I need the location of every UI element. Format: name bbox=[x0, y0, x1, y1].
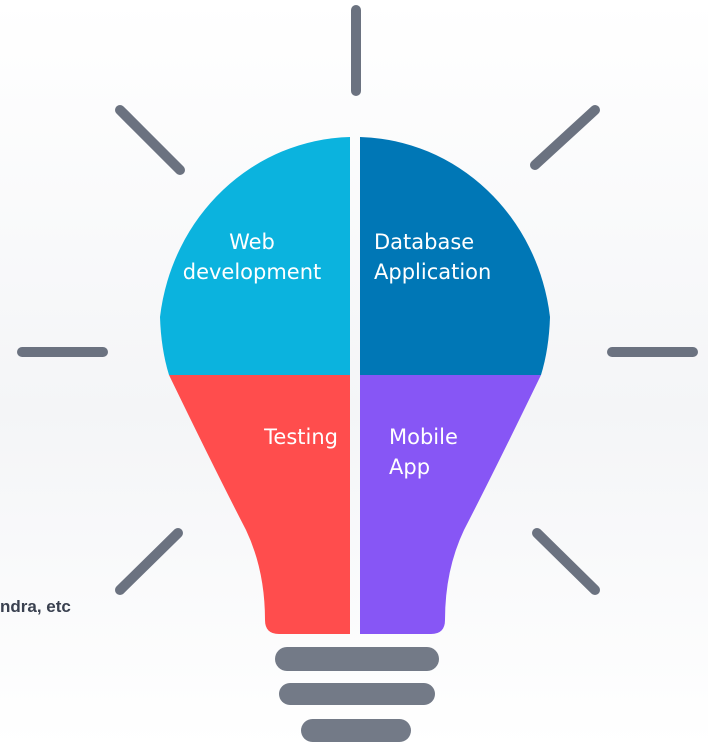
bulb-base-bar-1 bbox=[275, 647, 439, 671]
segment-testing bbox=[169, 375, 350, 634]
mobile-app-label: Mobile App bbox=[389, 422, 458, 482]
ray-upper-left bbox=[115, 105, 185, 175]
testing-label: Testing bbox=[238, 422, 338, 452]
side-text: ndra, etc bbox=[0, 597, 71, 616]
segment-database-application bbox=[360, 137, 550, 375]
web-development-label: Web development bbox=[170, 227, 334, 287]
testing-label-text: Testing bbox=[264, 425, 338, 449]
database-label-line2: Application bbox=[374, 260, 492, 284]
mobile-label-line1: Mobile bbox=[389, 425, 458, 449]
bulb-base-bar-2 bbox=[279, 683, 435, 705]
segment-web-development bbox=[160, 137, 350, 375]
ray-lower-right bbox=[532, 528, 600, 595]
ray-lower-left bbox=[115, 528, 183, 595]
database-application-label: Database Application bbox=[374, 227, 491, 287]
ray-upper-right bbox=[530, 105, 600, 170]
database-label-line1: Database bbox=[374, 230, 475, 254]
web-label-line2: development bbox=[182, 260, 322, 284]
web-label-line1: Web bbox=[229, 230, 275, 254]
bulb-base-bar-3 bbox=[301, 719, 411, 742]
segment-mobile-app bbox=[360, 375, 541, 634]
mobile-label-line2: App bbox=[389, 455, 431, 479]
